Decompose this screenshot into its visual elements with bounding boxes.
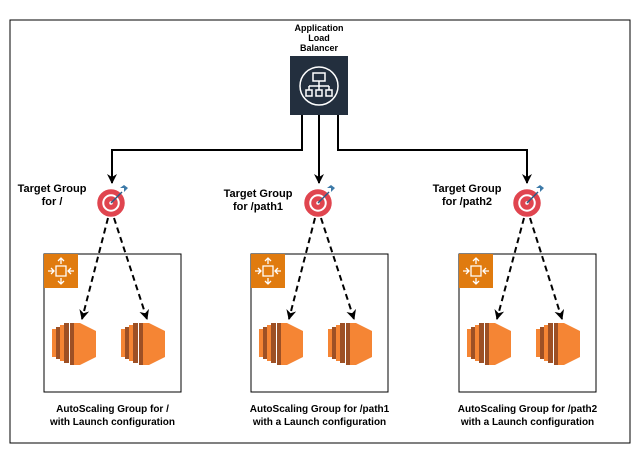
caption-line: AutoScaling Group for /path1	[250, 404, 390, 415]
autoscaling-group-caption: AutoScaling Group for / with Launch confi…	[49, 404, 175, 428]
autoscaling-icon	[44, 254, 78, 288]
autoscaling-icon	[459, 254, 493, 288]
caption-line: AutoScaling Group for /	[56, 404, 169, 415]
ec2-instance-icon[interactable]	[121, 323, 165, 365]
autoscaling-group-caption: AutoScaling Group for /path1 with a Launc…	[250, 404, 390, 428]
ec2-instance-icon[interactable]	[467, 323, 511, 365]
target-icon[interactable]	[513, 185, 544, 217]
alb-label-line: Load	[308, 33, 330, 43]
dashed-arrow	[113, 217, 149, 320]
alb-label: Application Load Balancer	[295, 23, 344, 53]
caption-line: with a Launch configuration	[460, 417, 594, 428]
ec2-instance-icon[interactable]	[328, 323, 372, 365]
target-icon[interactable]	[304, 185, 335, 217]
ec2-instance-icon[interactable]	[259, 323, 303, 365]
target-label-line: for /	[42, 196, 63, 208]
dashed-arrow	[320, 217, 356, 320]
autoscaling-group-caption: AutoScaling Group for /path2 with a Launc…	[458, 404, 598, 428]
alb-connections	[107, 115, 532, 184]
target-label-line: Target Group	[433, 183, 502, 195]
caption-line: with a Launch configuration	[252, 417, 386, 428]
target-label-line: Target Group	[224, 188, 293, 200]
ec2-instance-icon[interactable]	[52, 323, 96, 365]
connection-to-target-root	[107, 115, 303, 184]
target-label-line: for /path2	[442, 196, 492, 208]
target-label-line: for /path1	[233, 201, 283, 213]
connection-to-target-path2	[337, 115, 532, 184]
autoscaling-icon	[251, 254, 285, 288]
dashed-arrow	[529, 217, 565, 320]
load-balancer-icon	[299, 66, 339, 106]
ec2-instance-icon[interactable]	[536, 323, 580, 365]
target-label-line: Target Group	[18, 183, 87, 195]
caption-line: with Launch configuration	[49, 417, 175, 428]
dashed-arrow	[286, 217, 316, 320]
alb-label-line: Balancer	[300, 43, 339, 53]
application-load-balancer[interactable]	[290, 56, 348, 115]
target-icon[interactable]	[97, 185, 128, 217]
alb-label-line: Application	[295, 23, 344, 33]
caption-line: AutoScaling Group for /path2	[458, 404, 598, 415]
dashed-arrow	[494, 217, 525, 320]
dashed-arrow	[79, 217, 109, 320]
